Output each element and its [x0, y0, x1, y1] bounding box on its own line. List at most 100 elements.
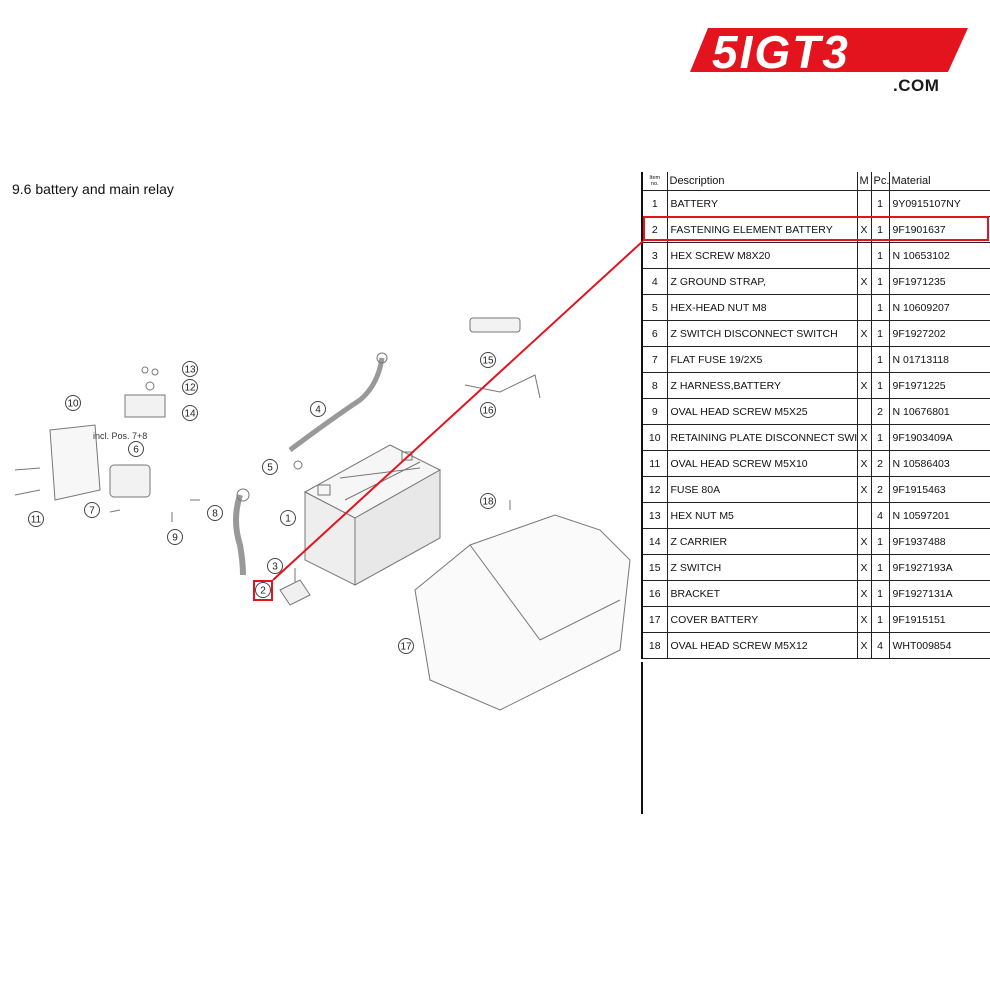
svg-text:10: 10: [67, 399, 79, 410]
col-item-no: Item no.: [641, 172, 667, 191]
cell-no: 9: [641, 398, 667, 425]
cell-m: [856, 294, 871, 321]
svg-text:17: 17: [400, 642, 412, 653]
cell-description: Z SWITCH: [666, 554, 857, 581]
cell-material: 9F1971235: [888, 268, 990, 295]
cell-pc: 4: [870, 632, 889, 659]
cell-pc: 2: [870, 476, 889, 503]
cell-material: 9F1903409A: [888, 424, 990, 451]
cell-pc: 1: [870, 424, 889, 451]
cell-description: COVER BATTERY: [666, 606, 857, 633]
col-m: M: [856, 172, 871, 191]
cell-pc: 1: [870, 190, 889, 217]
cell-material: 9F1927193A: [888, 554, 990, 581]
cell-m: X: [856, 320, 871, 347]
cell-material: 9F1971225: [888, 372, 990, 399]
cell-material: 9F1927202: [888, 320, 990, 347]
callout-14: 14: [182, 405, 198, 421]
callout-15: 15: [480, 352, 496, 368]
svg-text:16: 16: [482, 406, 494, 417]
table-rule: [641, 662, 643, 814]
svg-text:2: 2: [260, 586, 266, 597]
cell-description: OVAL HEAD SCREW M5X10: [666, 450, 857, 477]
cell-pc: 4: [870, 502, 889, 529]
cell-no: 18: [641, 632, 667, 659]
highlight-row-frame: [643, 216, 989, 241]
cell-description: BRACKET: [666, 580, 857, 607]
cell-material: WHT009854: [888, 632, 990, 659]
callout-10: 10: [65, 395, 81, 411]
cell-description: HEX NUT M5: [666, 502, 857, 529]
cell-description: FASTENING ELEMENT BATTERY: [666, 216, 857, 243]
cell-description: FUSE 80A: [666, 476, 857, 503]
callout-12: 12: [182, 379, 198, 395]
svg-text:8: 8: [212, 509, 218, 520]
callout-16: 16: [480, 402, 496, 418]
callout-2: 2: [255, 582, 271, 598]
callout-6: 6: [128, 441, 144, 457]
cell-no: 10: [641, 424, 667, 451]
highlight-callout-frame: [253, 580, 273, 601]
cell-no: 6: [641, 320, 667, 347]
cell-pc: 1: [870, 346, 889, 373]
col-material: Material: [888, 172, 990, 191]
cell-description: Z GROUND STRAP,: [666, 268, 857, 295]
cell-no: 14: [641, 528, 667, 555]
logo-domain: .COM: [893, 76, 940, 95]
cell-m: X: [856, 216, 871, 243]
cell-no: 3: [641, 242, 667, 269]
cell-m: X: [856, 554, 871, 581]
cell-description: HEX-HEAD NUT M8: [666, 294, 857, 321]
cell-description: OVAL HEAD SCREW M5X25: [666, 398, 857, 425]
cell-no: 1: [641, 190, 667, 217]
cell-m: [856, 502, 871, 529]
cell-no: 8: [641, 372, 667, 399]
cell-pc: 1: [870, 320, 889, 347]
cell-m: X: [856, 632, 871, 659]
cell-no: 13: [641, 502, 667, 529]
svg-text:6: 6: [133, 445, 139, 456]
svg-text:9: 9: [172, 533, 178, 544]
cell-m: X: [856, 606, 871, 633]
cell-material: 9F1901637: [888, 216, 990, 243]
cell-pc: 1: [870, 242, 889, 269]
callout-8: 8: [207, 505, 223, 521]
callout-7: 7: [84, 502, 100, 518]
cell-material: N 10653102: [888, 242, 990, 269]
svg-text:18: 18: [482, 497, 494, 508]
svg-text:12: 12: [184, 383, 196, 394]
svg-text:5: 5: [267, 463, 273, 474]
cell-no: 15: [641, 554, 667, 581]
cell-material: N 10597201: [888, 502, 990, 529]
diagram-note: incl. Pos. 7+8: [93, 431, 147, 441]
cell-m: X: [856, 450, 871, 477]
cell-no: 16: [641, 580, 667, 607]
cell-material: N 01713118: [888, 346, 990, 373]
cell-no: 11: [641, 450, 667, 477]
cell-pc: 1: [870, 216, 889, 243]
cell-description: OVAL HEAD SCREW M5X12: [666, 632, 857, 659]
cell-description: Z SWITCH DISCONNECT SWITCH: [666, 320, 857, 347]
cell-description: BATTERY: [666, 190, 857, 217]
cell-no: 12: [641, 476, 667, 503]
sigt3-logo: 5IGT3: [690, 26, 968, 78]
svg-text:3: 3: [272, 562, 278, 573]
table-header-row: Item no. Description M Pc. Material: [641, 172, 990, 191]
callout-13: 13: [182, 361, 198, 377]
cell-material: 9F1915463: [888, 476, 990, 503]
cell-description: RETAINING PLATE DISCONNECT SWITCH: [666, 424, 857, 451]
battery-drawing: [303, 444, 442, 586]
cell-description: Z CARRIER: [666, 528, 857, 555]
